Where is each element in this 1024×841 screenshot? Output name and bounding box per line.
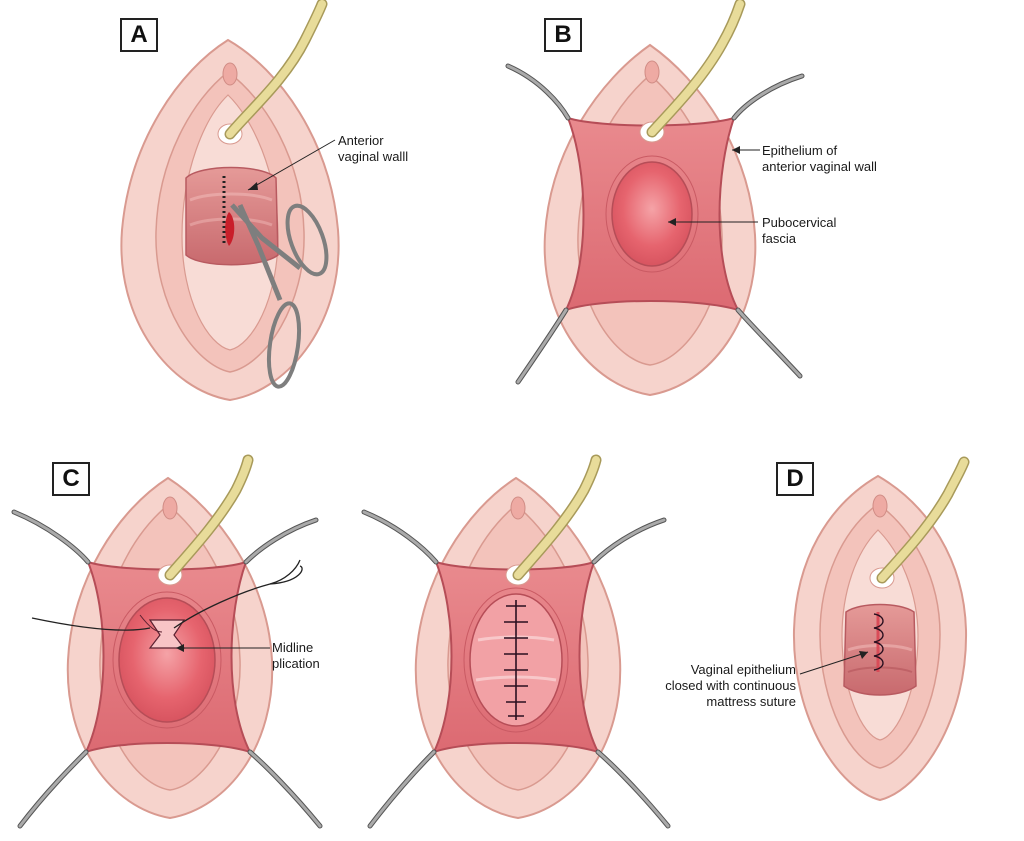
closed-vaginal-wall	[843, 603, 917, 696]
callout-line-a	[247, 139, 336, 191]
panel-c-sutured-illustration	[361, 454, 671, 829]
pubocervical-fascia	[611, 161, 693, 267]
scissors-icon	[230, 203, 329, 389]
callout-midline-plication: Midline plication	[272, 640, 320, 671]
panel-a-illustration	[120, 0, 340, 402]
vaginal-opening	[185, 166, 279, 266]
callout-epithelium: Epithelium of anterior vaginal wall	[762, 143, 877, 174]
interrupted-sutures	[504, 600, 528, 720]
panel-label-a: A	[120, 18, 158, 52]
panel-label-d: D	[776, 462, 814, 496]
incision-opening	[225, 212, 235, 246]
panel-label-c: C	[52, 462, 90, 496]
callout-pubocervical-fascia: Pubocervical fascia	[762, 215, 837, 246]
panel-d-illustration	[792, 456, 970, 802]
panel-label-b: B	[544, 18, 582, 52]
panel-b-illustration	[505, 0, 805, 397]
callout-anterior-vaginal-wall: Anterior vaginal walll	[338, 133, 409, 164]
callout-vaginal-epithelium-closed: Vaginal epithelium closed with continuou…	[665, 662, 796, 709]
panel-c-plication-illustration	[11, 454, 323, 829]
mattress-suture	[873, 612, 884, 672]
suture-thread	[31, 617, 151, 631]
clitoris	[222, 62, 238, 86]
